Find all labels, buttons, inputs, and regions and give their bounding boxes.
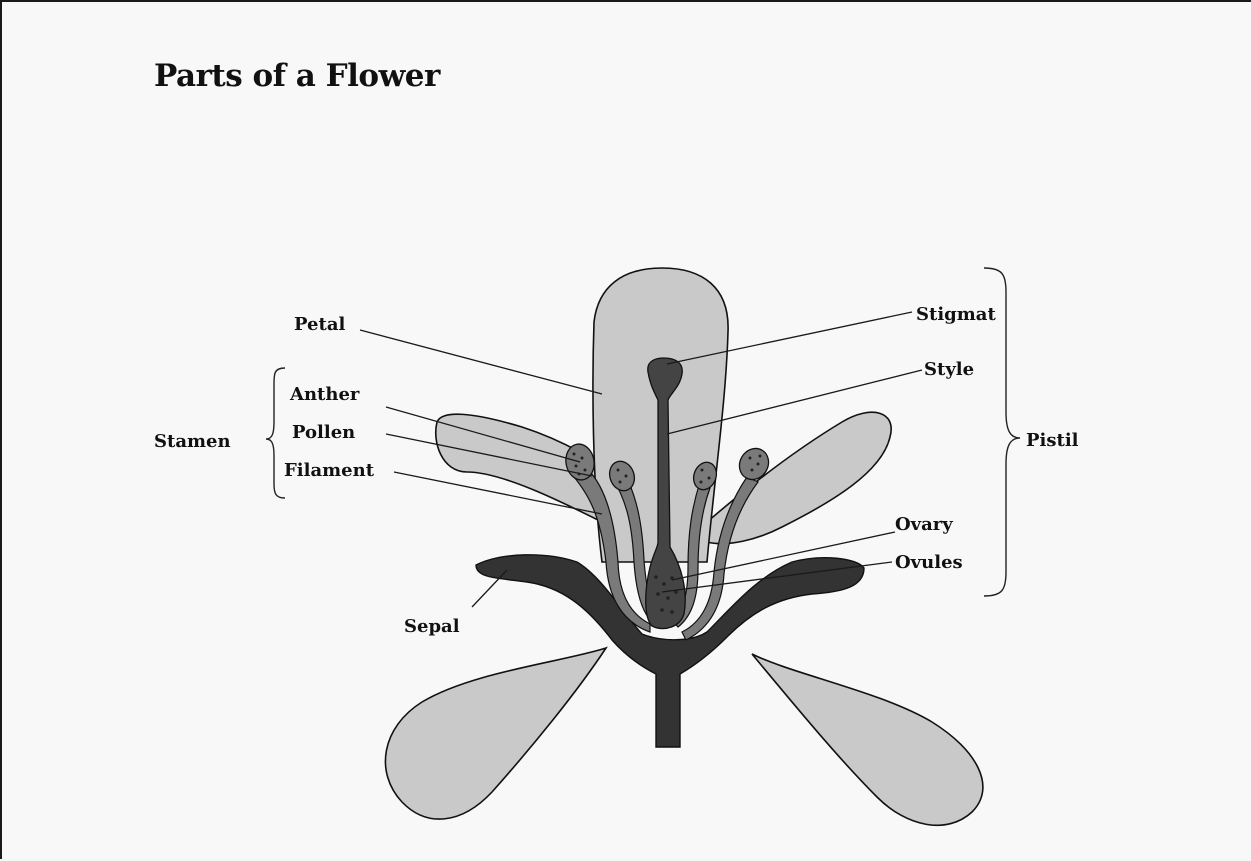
label-anther: Anther [289, 384, 360, 405]
label-filament: Filament [284, 460, 375, 481]
stamen-brace [266, 368, 285, 498]
label-stigma: Stigmat [916, 304, 996, 325]
label-stamen: Stamen [154, 431, 231, 452]
lower-left-petal [385, 648, 606, 819]
label-style: Style [924, 359, 974, 380]
label-ovary: Ovary [895, 514, 953, 535]
lower-right-petal [752, 654, 983, 825]
label-pistil: Pistil [1026, 430, 1079, 451]
label-petal: Petal [294, 314, 345, 335]
diagram-title: Parts of a Flower [154, 58, 441, 94]
label-sepal: Sepal [404, 616, 460, 637]
label-pollen: Pollen [292, 422, 355, 443]
label-ovules: Ovules [895, 552, 963, 573]
